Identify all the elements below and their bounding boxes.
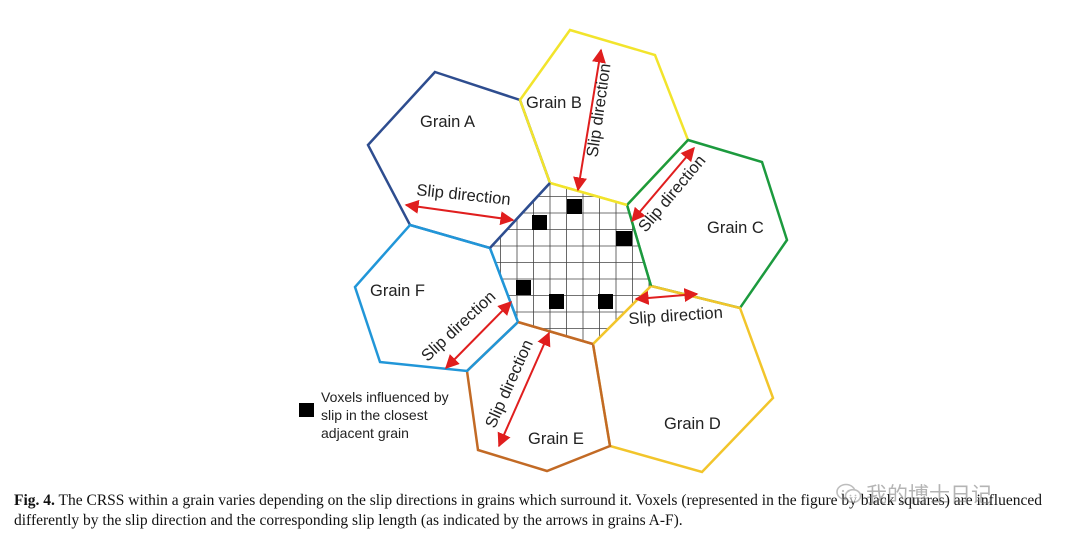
slip-label-c: Slip direction (635, 152, 710, 236)
voxel (516, 280, 531, 295)
grain-e-label: Grain E (528, 430, 584, 448)
slip-arrow-d (634, 288, 699, 305)
slip-arrow-a (404, 199, 515, 226)
grain-diagram: Grain A Grain B Grain C Grain D Grain E … (299, 28, 789, 474)
slip-arrow-e (497, 331, 551, 448)
slip-label-b: Slip direction (584, 62, 615, 158)
legend-line-3: adjacent grain (321, 425, 409, 441)
voxel (532, 215, 547, 230)
grain-f-label: Grain F (370, 282, 425, 300)
voxel (567, 199, 582, 214)
caption-text: The CRSS within a grain varies depending… (14, 492, 1042, 529)
slip-arrow-b (573, 48, 606, 192)
legend-swatch (299, 403, 314, 417)
wechat-icon (836, 483, 862, 504)
legend-line-1: Voxels influenced by (321, 389, 449, 405)
voxel (598, 294, 613, 309)
grain-b-label: Grain B (526, 94, 582, 112)
slip-arrow-f (445, 301, 512, 369)
grain-a-label: Grain A (420, 113, 475, 131)
slip-label-d: Slip direction (628, 304, 723, 329)
influenced-voxels (516, 199, 632, 309)
slip-label-a: Slip direction (416, 181, 512, 209)
figure-caption: Fig. 4. The CRSS within a grain varies d… (14, 491, 1072, 531)
slip-arrows (404, 48, 699, 448)
slip-label-e: Slip direction (482, 337, 537, 431)
watermark: 我的博士日记 (836, 479, 992, 509)
voxel (549, 294, 564, 309)
grain-d-label: Grain D (664, 415, 721, 433)
slip-arrow-c (631, 146, 695, 223)
legend-line-2: slip in the closest (321, 407, 428, 423)
grain-c-label: Grain C (707, 219, 764, 237)
grain-e-outline (465, 320, 612, 473)
legend: Voxels influenced by slip in the closest… (299, 389, 449, 441)
voxel (616, 231, 632, 246)
figure-label: Fig. 4. (14, 492, 55, 509)
watermark-text: 我的博士日记 (866, 483, 992, 507)
